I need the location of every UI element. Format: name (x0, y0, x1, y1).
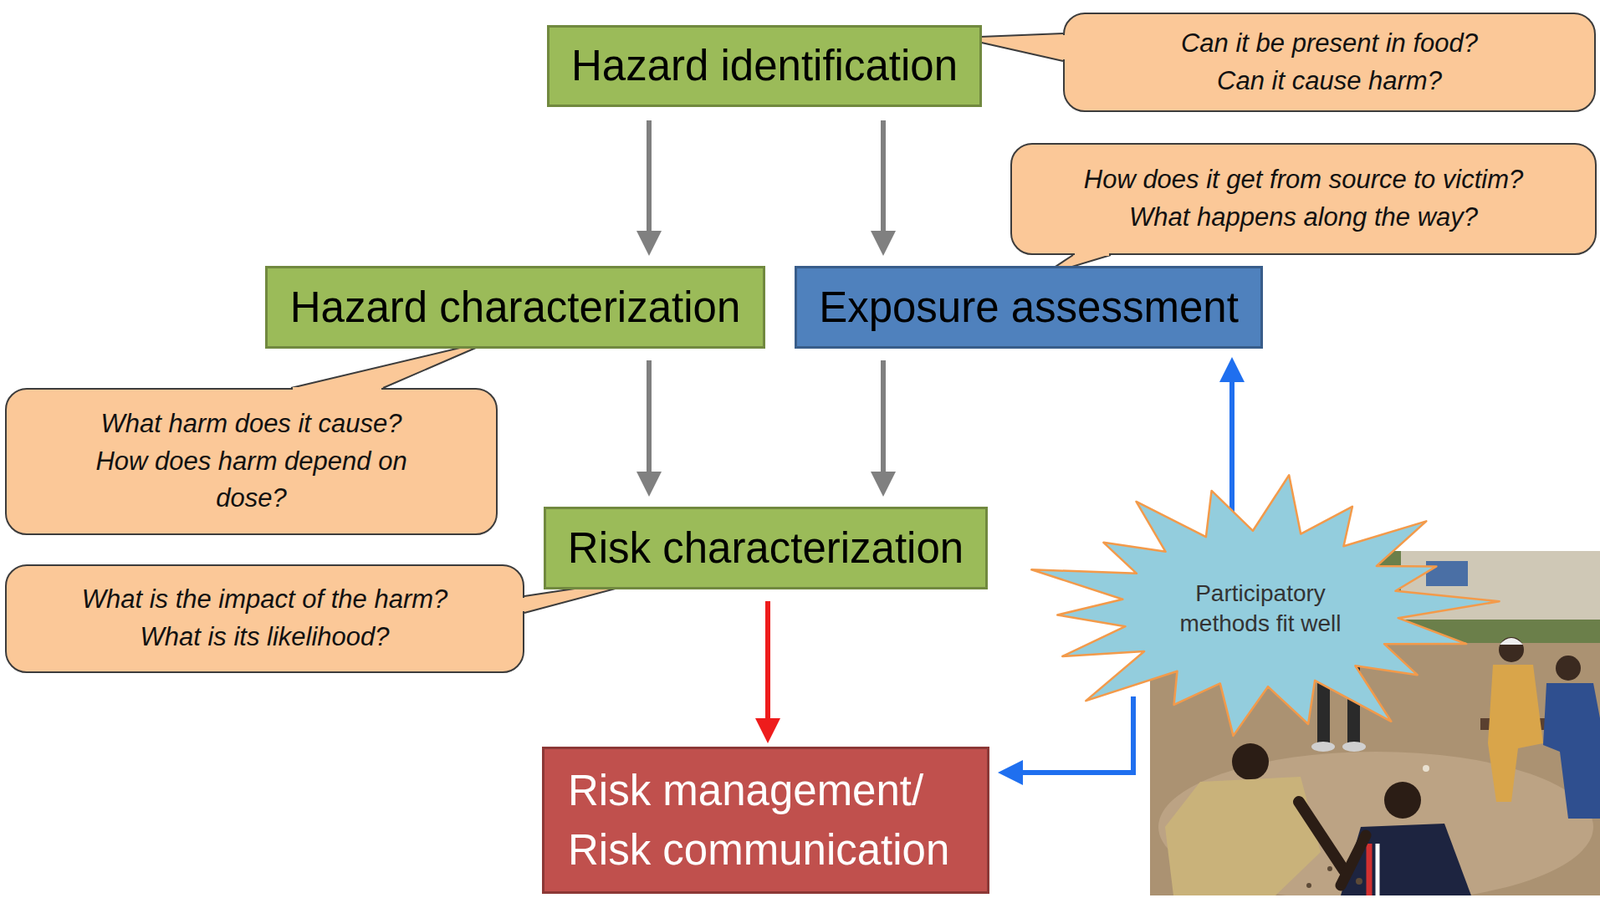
photo-stone (1422, 765, 1430, 772)
process-box: Risk management/ Risk communication (541, 746, 990, 895)
callout-text: How does it get from source to victim? (1083, 161, 1524, 200)
photo-arm (1298, 802, 1345, 871)
arrow-head (997, 760, 1023, 786)
photo-stripe (1366, 843, 1373, 896)
photo-head (1231, 743, 1269, 781)
process-box: Risk characterization (543, 506, 988, 590)
box-label: Hazard characterization (290, 281, 742, 333)
photo-window (1426, 561, 1468, 587)
photo-head (1384, 782, 1422, 819)
callout-text: How does harm depend on dose? (71, 443, 432, 519)
flow-arrow (755, 601, 781, 744)
connector-line (1021, 696, 1134, 773)
photo-robe (1487, 664, 1544, 803)
photo-tanktop (1340, 823, 1472, 896)
photo-stone (1355, 878, 1363, 885)
photo-robe (1543, 683, 1600, 819)
connector-line (880, 120, 886, 233)
photo-arm (1340, 835, 1366, 886)
box-label: Risk characterization (567, 522, 964, 574)
starburst-outline (1031, 475, 1499, 737)
speech-callout: Can it be present in food?Can it cause h… (1063, 12, 1596, 113)
arrow-head (755, 718, 781, 744)
photo-foot (1342, 741, 1366, 752)
tail-seam (521, 598, 526, 612)
flow-arrow (636, 120, 662, 256)
starburst-text: Participatory methods fit well (1160, 578, 1361, 640)
arrow-head (1219, 357, 1245, 383)
photo-stone (1306, 883, 1312, 889)
photo-head (1555, 655, 1581, 681)
photo-dirt (1158, 751, 1594, 896)
process-box: Hazard characterization (265, 265, 766, 349)
callout-text: What is its likelihood? (139, 618, 389, 657)
connector-line (646, 120, 652, 233)
box-label: Risk management/ Risk communication (567, 761, 961, 881)
tail-seam (1062, 35, 1066, 60)
tail-seam (1074, 252, 1110, 256)
arrow-head (636, 230, 662, 256)
photo-shirt (1165, 776, 1321, 896)
callout-text: What is the impact of the harm? (81, 581, 449, 619)
connector-line (880, 360, 886, 474)
photo-stone (1327, 866, 1333, 872)
photo-head (1498, 637, 1524, 663)
arrow-head (636, 471, 662, 497)
flow-arrow (870, 120, 896, 256)
callout-text: Can it be present in food? (1180, 25, 1478, 63)
starburst-shape (1017, 470, 1503, 747)
photo-cap (1499, 638, 1524, 645)
connector-line (646, 360, 652, 474)
photo-stripe (1375, 843, 1381, 896)
flow-arrow (870, 360, 896, 497)
callout-text: Can it cause harm? (1216, 62, 1442, 101)
flow-arrow (636, 360, 662, 497)
speech-callout: What harm does it cause?How does harm de… (5, 388, 498, 536)
process-box: Exposure assessment (794, 265, 1263, 349)
speech-callout: How does it get from source to victim?Wh… (1010, 143, 1597, 256)
box-label: Hazard identification (571, 40, 958, 92)
tail-seam (292, 387, 382, 391)
speech-callout: What is the impact of the harm?What is i… (5, 564, 525, 674)
photo-foot (1311, 741, 1335, 752)
callout-text: What happens along the way? (1129, 199, 1478, 237)
arrow-head (870, 471, 896, 497)
flow-arrow (997, 696, 1134, 786)
process-box: Hazard identification (546, 25, 982, 108)
box-label: Exposure assessment (818, 281, 1239, 333)
arrow-head (870, 230, 896, 256)
connector-line (765, 601, 771, 721)
starburst: Participatory methods fit well (1017, 470, 1503, 747)
callout-text: What harm does it cause? (100, 405, 402, 444)
